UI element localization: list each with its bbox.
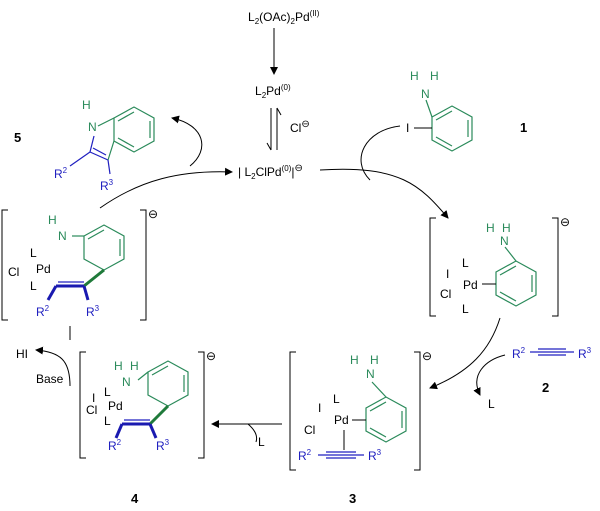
- svg-text:N: N: [500, 234, 509, 248]
- svg-text:L2(OAc)2Pd(II): L2(OAc)2Pd(II): [248, 9, 320, 26]
- svg-text:H: H: [48, 213, 57, 227]
- svg-text:H: H: [350, 353, 359, 367]
- svg-text:H: H: [130, 359, 139, 373]
- svg-text:L: L: [30, 246, 37, 260]
- compound-2-number: 2: [542, 380, 549, 395]
- hi-label: HI: [16, 347, 28, 361]
- svg-text:⊖: ⊖: [560, 215, 570, 229]
- svg-text:H: H: [486, 221, 495, 235]
- svg-text:N: N: [88, 120, 97, 134]
- svg-text:I: I: [318, 401, 321, 415]
- svg-text:Pd: Pd: [36, 262, 51, 276]
- svg-text:N: N: [58, 229, 67, 243]
- svg-text:N: N: [366, 367, 375, 381]
- svg-text:⊖: ⊖: [422, 349, 432, 363]
- svg-text:Pd: Pd: [334, 413, 349, 427]
- active-species-label: | L2ClPd(0)|⊖: [238, 163, 303, 181]
- svg-text:R3: R3: [86, 304, 100, 319]
- svg-text:R3: R3: [156, 438, 170, 453]
- svg-text:L: L: [462, 256, 469, 270]
- svg-text:Cl: Cl: [86, 403, 97, 417]
- svg-text:R2: R2: [108, 438, 122, 453]
- pd0-label: L2Pd(0): [255, 83, 291, 100]
- palladacycle-complex: ⊖ N H Pd L L Cl R2 R3: [1, 207, 158, 321]
- svg-text:H: H: [410, 69, 419, 83]
- svg-text:I: I: [92, 391, 95, 405]
- svg-text:H: H: [370, 353, 379, 367]
- ligand-loss-label: L: [488, 397, 495, 411]
- svg-text:I: I: [446, 267, 449, 281]
- svg-text:H: H: [502, 221, 511, 235]
- compound-1-iodoaniline: N H H I: [406, 69, 473, 152]
- compound-5-number: 5: [14, 130, 21, 145]
- precatalyst-label: L2(OAc)2Pd(II): [248, 9, 320, 26]
- base-label: Base: [36, 372, 64, 386]
- svg-text:N: N: [122, 375, 131, 389]
- hi-elimination-arrow: [35, 346, 71, 387]
- vinyl-palladium-complex-4: ⊖ N H H Pd L L I Cl R2 R3: [79, 349, 216, 459]
- svg-text:L: L: [104, 385, 111, 399]
- product-release-arrow: [171, 115, 203, 167]
- svg-text:L: L: [104, 414, 111, 428]
- svg-text:R3: R3: [100, 178, 114, 193]
- svg-text:L: L: [462, 302, 469, 316]
- svg-text:Cl: Cl: [440, 287, 451, 301]
- svg-text:L: L: [333, 392, 340, 406]
- compound-5-indole: N H R2 R3: [54, 98, 155, 193]
- svg-text:⊖: ⊖: [148, 207, 158, 221]
- svg-text:I: I: [406, 121, 409, 135]
- svg-text:R2: R2: [54, 166, 68, 181]
- svg-text:R2: R2: [36, 304, 50, 319]
- oxidative-addition-complex: ⊖ N H H Pd L L I Cl: [429, 215, 570, 317]
- svg-text:R3: R3: [578, 346, 592, 361]
- svg-text:R2: R2: [512, 346, 526, 361]
- svg-text:Pd: Pd: [108, 399, 123, 413]
- compound-1-number: 1: [520, 120, 527, 135]
- compound-3-number: 3: [349, 491, 356, 506]
- svg-text:H: H: [114, 359, 123, 373]
- ligand-loss-arrow: [473, 354, 506, 396]
- substrate-entry-arrow: [360, 125, 401, 181]
- svg-text:R3: R3: [368, 448, 382, 463]
- compound-4-number: 4: [131, 491, 139, 506]
- svg-text:Pd: Pd: [463, 278, 478, 292]
- svg-text:| L2ClPd(0)|⊖: | L2ClPd(0)|⊖: [238, 163, 303, 181]
- svg-text:Cl: Cl: [304, 423, 315, 437]
- oxidative-addition-arrow: [319, 168, 449, 219]
- ligand-entry-label: L: [258, 435, 265, 449]
- alkyne-complex-3: ⊖ N H H Pd L I Cl R2 R3: [289, 349, 432, 471]
- reductive-elimination-arrow: [99, 167, 233, 209]
- alkyne-coordination-arrow: [429, 317, 501, 390]
- svg-text:Cl: Cl: [8, 265, 19, 279]
- compound-2-alkyne: R2 R3: [512, 346, 592, 361]
- svg-text:N: N: [421, 87, 430, 101]
- svg-text:H: H: [430, 69, 439, 83]
- svg-text:⊖: ⊖: [206, 349, 216, 363]
- svg-text:L: L: [30, 279, 37, 293]
- svg-text:R2: R2: [298, 448, 312, 463]
- chloride-label: Cl⊖: [290, 119, 310, 135]
- svg-text:L2Pd(0): L2Pd(0): [255, 83, 291, 100]
- svg-text:H: H: [82, 98, 91, 112]
